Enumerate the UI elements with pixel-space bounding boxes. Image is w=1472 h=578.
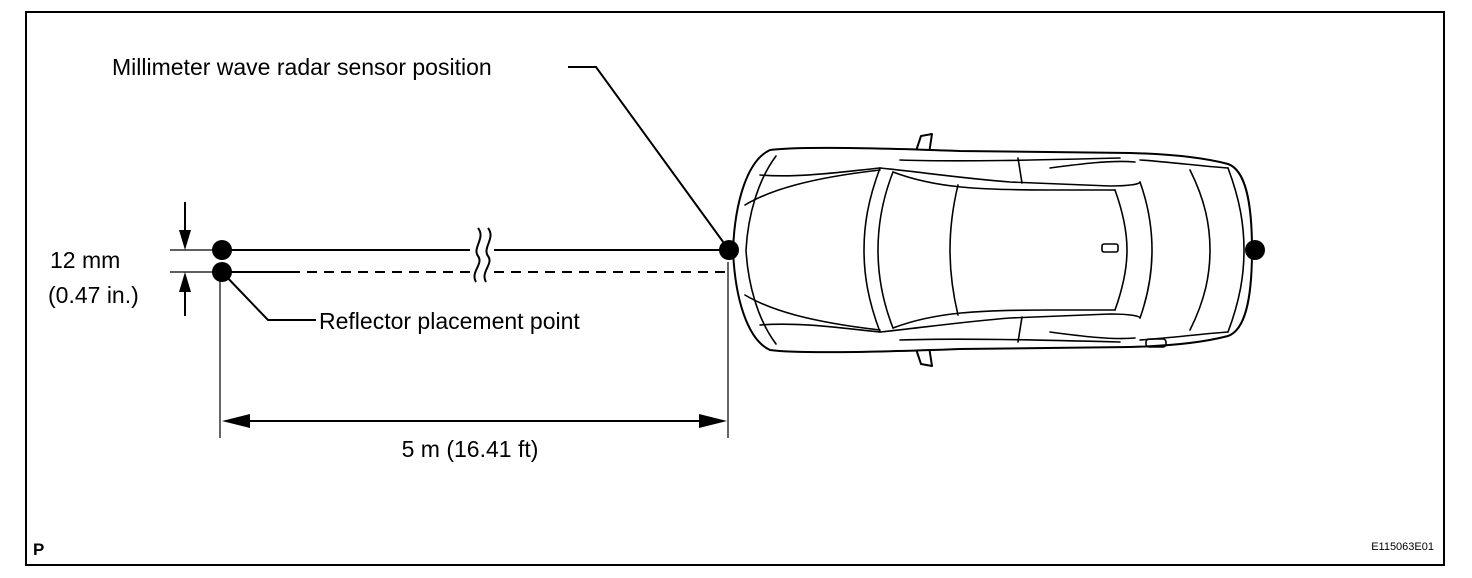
- offset-mm-label: 12 mm: [50, 247, 120, 273]
- line-break-symbol: [470, 227, 494, 283]
- reflector-dot-upper: [212, 240, 232, 260]
- distance-label: 5 m (16.41 ft): [402, 436, 539, 462]
- diagram-frame: [25, 11, 1445, 566]
- reflector-point-label: Reflector placement point: [319, 308, 580, 334]
- sensor-position-label: Millimeter wave radar sensor position: [112, 54, 492, 80]
- offset-in-label: (0.47 in.): [48, 282, 139, 308]
- corner-mark: P: [33, 540, 44, 559]
- figure-code: E115063E01: [1371, 541, 1434, 553]
- reflector-leader-line: [221, 271, 316, 321]
- vehicle-rear-center-dot: [1245, 240, 1265, 260]
- offset-dimension-arrows: [179, 202, 191, 316]
- distance-dimension-line: [222, 414, 727, 428]
- vehicle-top-view: [732, 133, 1253, 367]
- sensor-leader-line: [568, 66, 730, 251]
